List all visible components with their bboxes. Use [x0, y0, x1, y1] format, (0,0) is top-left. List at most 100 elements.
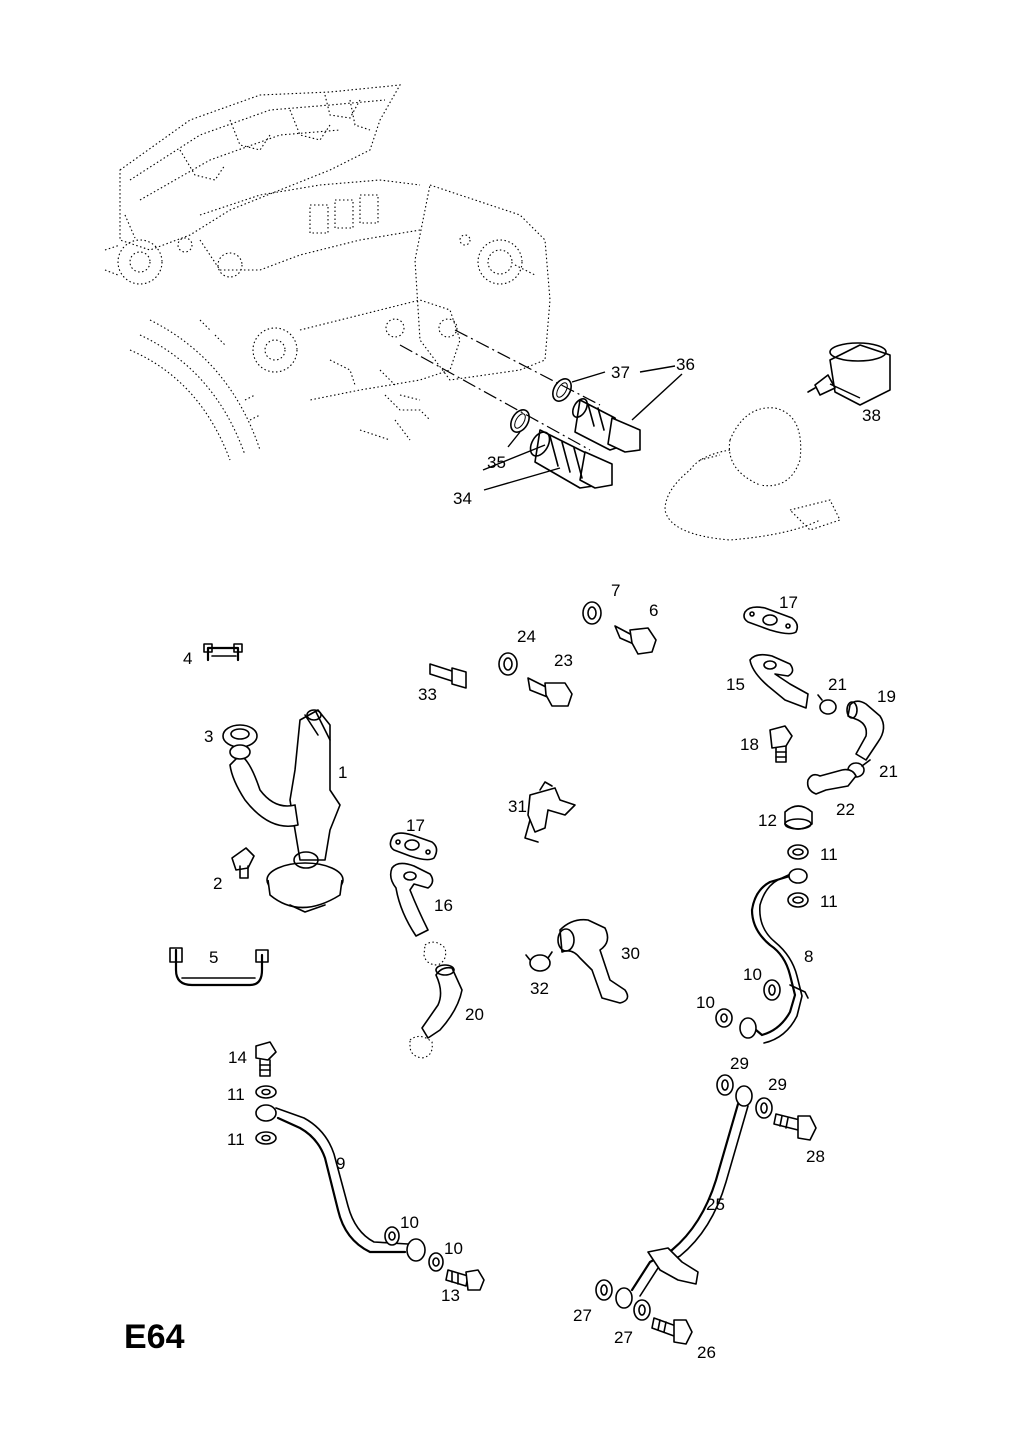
- part-13-bolt: [445, 1269, 485, 1291]
- part-30-hose: [557, 918, 629, 1004]
- part-1-oil-pickup: [229, 709, 344, 913]
- part-10-washer: [384, 1226, 400, 1246]
- label-11-right-top: 11: [820, 845, 838, 864]
- part-14-bolt: [255, 1041, 277, 1077]
- label-11-left-bottom: 11: [227, 1130, 245, 1149]
- hose-clamp: [423, 941, 447, 966]
- part-11-washer: [255, 1131, 277, 1145]
- label-17-top-right: 17: [779, 593, 798, 612]
- part-2-bolt: [231, 847, 255, 879]
- part-15-pipe: [749, 653, 809, 709]
- label-24: 24: [517, 627, 536, 646]
- part-28-bolt: [773, 1113, 817, 1141]
- part-25-oil-pipe: [615, 1085, 753, 1309]
- axis-line: [454, 329, 601, 406]
- part-4-hose-clip: [203, 643, 243, 662]
- label-26: 26: [697, 1343, 716, 1362]
- part-33-bolt: [429, 663, 467, 689]
- label-10-right-top: 10: [743, 965, 762, 984]
- label-22: 22: [836, 800, 855, 819]
- label-28: 28: [806, 1147, 825, 1166]
- label-15: 15: [726, 675, 745, 694]
- label-19: 19: [877, 687, 896, 706]
- label-30: 30: [621, 944, 640, 963]
- part-8-oil-pipe: [739, 868, 809, 1044]
- part-17-gasket: [389, 832, 438, 861]
- label-14: 14: [228, 1048, 247, 1067]
- part-16-pipe: [389, 862, 434, 937]
- part-35-o-ring: [510, 409, 530, 433]
- label-10-left-top: 10: [400, 1213, 419, 1232]
- label-1: 1: [338, 763, 347, 782]
- part-19-hose: [846, 700, 885, 761]
- part-12-cap-nut: [784, 805, 813, 830]
- part-29-washer: [755, 1097, 773, 1119]
- label-11-right-bottom: 11: [820, 892, 838, 911]
- label-9: 9: [336, 1154, 345, 1173]
- page-code: E64: [124, 1318, 185, 1356]
- part-24-washer: [498, 652, 518, 676]
- engine-block-illustration: [104, 84, 551, 461]
- part-10-washer: [428, 1252, 444, 1272]
- part-26-bolt: [651, 1317, 693, 1345]
- part-37-o-ring: [552, 378, 572, 402]
- part-27-washer: [595, 1279, 613, 1301]
- label-8: 8: [804, 947, 813, 966]
- label-20: 20: [465, 1005, 484, 1024]
- part-10-washer: [715, 1008, 733, 1028]
- label-31: 31: [508, 797, 527, 816]
- label-25: 25: [706, 1195, 725, 1214]
- label-36: 36: [676, 355, 695, 374]
- part-34-valve: [529, 429, 613, 489]
- label-5: 5: [209, 948, 218, 967]
- label-29-right: 29: [768, 1075, 787, 1094]
- label-17-middle: 17: [406, 816, 425, 835]
- label-7: 7: [611, 581, 620, 600]
- label-29-top: 29: [730, 1054, 749, 1073]
- label-4: 4: [183, 649, 192, 668]
- part-31-bracket-clip: [524, 781, 576, 843]
- label-27-right: 27: [614, 1328, 633, 1347]
- part-38-oil-pressure-switch: [807, 342, 891, 406]
- hose-clamp: [409, 1035, 433, 1059]
- label-38: 38: [862, 406, 881, 425]
- label-10-right-bottom: 10: [696, 993, 715, 1012]
- part-5-hose-pipe: [169, 947, 269, 987]
- part-17-gasket: [743, 606, 799, 635]
- label-18: 18: [740, 735, 759, 754]
- part-18-bolt: [769, 725, 793, 763]
- label-16: 16: [434, 896, 453, 915]
- label-6: 6: [649, 601, 658, 620]
- label-3: 3: [204, 727, 213, 746]
- label-34: 34: [453, 489, 472, 508]
- label-27-left: 27: [573, 1306, 592, 1325]
- label-21-bottom: 21: [879, 762, 898, 781]
- part-7-washer: [582, 601, 602, 625]
- part-22-hose: [806, 768, 857, 795]
- part-32-clamp: [525, 951, 553, 972]
- part-21-clamp: [817, 694, 837, 715]
- label-35: 35: [487, 453, 506, 472]
- label-11-left-top: 11: [227, 1085, 245, 1104]
- part-29-washer: [716, 1074, 734, 1096]
- part-number-labels: 37 36 38 35 34 7 6 17 24 23 4 33 15 21 1…: [183, 355, 898, 1362]
- label-12: 12: [758, 811, 777, 830]
- part-9-oil-pipe: [255, 1104, 426, 1262]
- part-20-hose: [421, 964, 463, 1039]
- part-11-washer: [787, 892, 809, 908]
- part-3-seal: [222, 724, 258, 748]
- label-37: 37: [611, 363, 630, 382]
- label-13: 13: [441, 1286, 460, 1305]
- label-23: 23: [554, 651, 573, 670]
- label-21-top: 21: [828, 675, 847, 694]
- label-2: 2: [213, 874, 222, 893]
- axis-line: [399, 344, 591, 451]
- part-11-washer: [787, 844, 809, 860]
- oil-filter-sender-with-cable: [664, 407, 841, 541]
- part-10-washer: [763, 979, 781, 1001]
- part-11-washer: [255, 1085, 277, 1099]
- part-27-washer: [633, 1299, 651, 1321]
- part-6-bolt: [614, 625, 657, 655]
- label-33: 33: [418, 685, 437, 704]
